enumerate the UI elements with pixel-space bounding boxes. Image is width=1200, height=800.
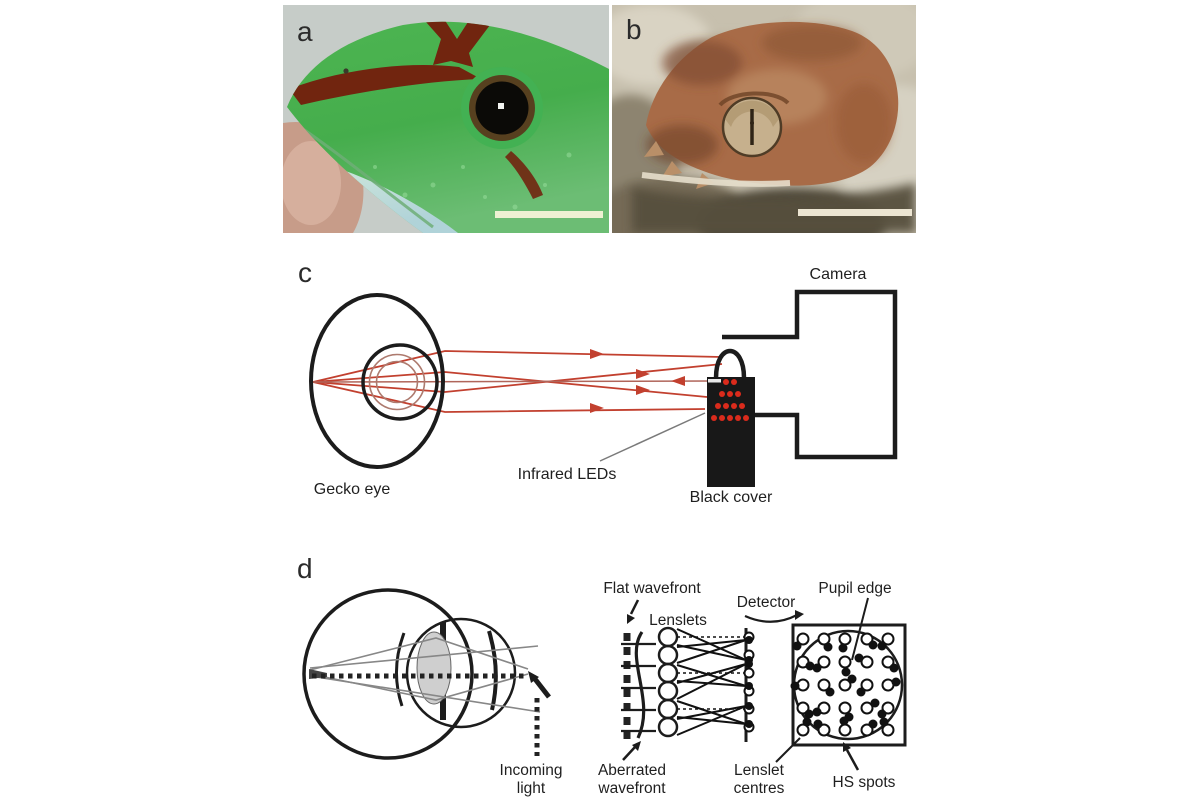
infrared-leds-label: Infrared LEDs bbox=[518, 466, 617, 483]
hs-spot-grid bbox=[790, 632, 901, 737]
aberrated-wavefront-curve bbox=[634, 631, 646, 739]
red-markings bbox=[289, 21, 543, 199]
pupil-edge-pointer bbox=[851, 597, 869, 661]
brow-ridge bbox=[718, 91, 790, 107]
panel-d-letter: d bbox=[297, 553, 313, 584]
panel-b-photo: b bbox=[612, 5, 916, 233]
crystalline-lens bbox=[416, 631, 452, 705]
incoming-light-arrow bbox=[528, 671, 551, 699]
annotation-arrows bbox=[622, 599, 860, 771]
detector-face-view bbox=[790, 597, 907, 747]
ray-arrowheads bbox=[590, 349, 685, 413]
panel-c-letter: c bbox=[298, 257, 312, 288]
lenslet-centres-label-line1: Lenslet bbox=[734, 762, 785, 779]
gecko-eye-label: Gecko eye bbox=[314, 481, 391, 498]
panel-b-letter: b bbox=[626, 14, 642, 45]
detector-label: Detector bbox=[737, 594, 796, 611]
incoming-light-label-line1: Incoming bbox=[500, 762, 563, 779]
shadow-under-jaw bbox=[632, 183, 916, 233]
black-cover-box bbox=[707, 377, 755, 487]
scale-bar-b bbox=[798, 209, 912, 216]
gecko-eye-photo bbox=[461, 67, 543, 149]
lenslet-ray-cones bbox=[676, 628, 747, 736]
leds-pointer-line bbox=[599, 412, 706, 462]
panel-a-photo: a bbox=[283, 5, 609, 233]
shack-hartmann-side-view bbox=[621, 626, 755, 742]
black-cover-label: Black cover bbox=[690, 489, 773, 506]
wavefront-arc-outer bbox=[487, 630, 498, 711]
gecko-eye-diagram bbox=[309, 293, 445, 469]
panel-a-letter: a bbox=[297, 16, 313, 47]
aberrated-wavefront-label-line1: Aberrated bbox=[598, 762, 666, 779]
panel-c-diagram: c Camera Gecko eye Infrared LEDs Black c… bbox=[298, 257, 898, 506]
lenslets-label: Lenslets bbox=[649, 612, 707, 629]
nostril bbox=[343, 68, 349, 74]
gecko-eye-photo-b bbox=[721, 96, 783, 158]
eye-ray-fan bbox=[309, 637, 541, 713]
detector-side-spots bbox=[743, 631, 755, 733]
camera-label: Camera bbox=[810, 266, 867, 283]
flat-wavefront-label: Flat wavefront bbox=[603, 580, 701, 597]
lenslet-array bbox=[657, 626, 679, 738]
aberrated-wavefront-label-line2: wavefront bbox=[597, 780, 666, 797]
infrared-rays bbox=[312, 350, 723, 413]
incoming-light-label-line2: light bbox=[517, 780, 546, 797]
led-array bbox=[711, 379, 749, 421]
wavefront-arc-inner bbox=[394, 632, 406, 707]
camera-outline bbox=[722, 289, 898, 460]
camera-lens-barrel bbox=[713, 348, 747, 379]
gecko-head-b bbox=[644, 21, 899, 189]
panel-d-diagram: d bbox=[297, 553, 907, 797]
jaw-highlight bbox=[641, 172, 791, 187]
scale-bar-a bbox=[495, 211, 603, 218]
lenslet-centres-label-line2: centres bbox=[734, 780, 785, 797]
scale-speckles bbox=[373, 152, 572, 210]
schematic-eye bbox=[302, 588, 551, 760]
hs-spots-label: HS spots bbox=[833, 774, 896, 791]
pupil-edge-label: Pupil edge bbox=[818, 580, 891, 597]
